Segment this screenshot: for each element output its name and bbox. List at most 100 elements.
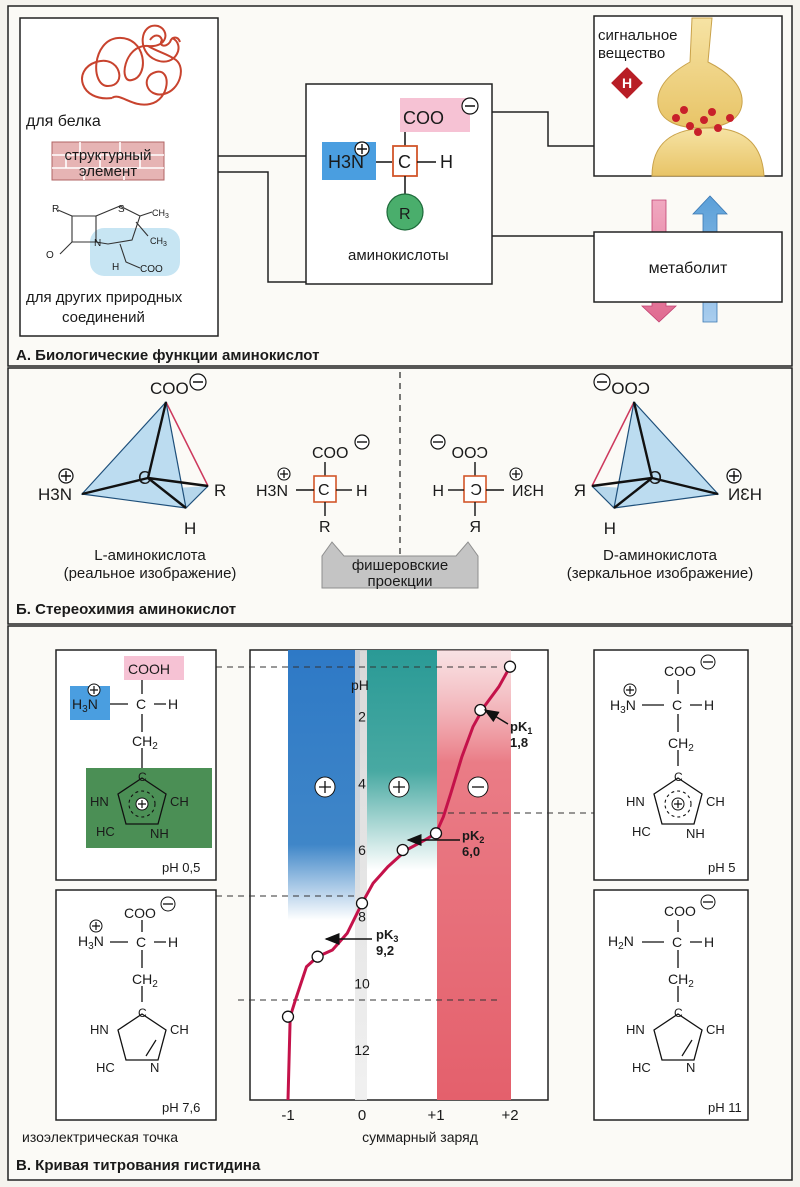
box1-imidazole-icon	[117, 777, 167, 825]
pk1-value: 1,8	[510, 735, 528, 750]
box2-hc: HC	[96, 1060, 115, 1075]
df-h3n: H3N	[512, 483, 544, 500]
d-coo: COO	[611, 379, 650, 398]
x-tick-3: +2	[501, 1107, 518, 1124]
box-ph76	[55, 889, 217, 1121]
box-ph5	[593, 649, 749, 881]
box1-nh: NH	[150, 826, 169, 841]
label-signal-1: сигнальное	[598, 27, 678, 44]
pk3-value: 9,2	[376, 943, 394, 958]
svg-text:H: H	[112, 262, 119, 273]
x-tick-2: +1	[427, 1107, 444, 1124]
box3-ch2: CH2	[668, 735, 694, 754]
pk3-label: pK3	[376, 927, 398, 944]
penicillin-structure-icon	[57, 205, 180, 276]
ph-tick-2: 2	[358, 709, 366, 725]
chiral-c-box	[392, 145, 418, 177]
box1-hn: HN	[90, 794, 109, 809]
label-signal-2: вещество	[598, 45, 665, 62]
titration-curve	[286, 665, 512, 1101]
box4-hc: HC	[632, 1060, 651, 1075]
box2-ring-c: C	[138, 1006, 147, 1020]
box1-ch2: CH2	[132, 733, 158, 752]
l-tetrahedron-icon	[80, 400, 209, 509]
d-caption-1: D-аминокислота	[603, 547, 718, 564]
x-axis-label: суммарный заряд	[362, 1129, 478, 1145]
protein-helix-icon	[149, 34, 181, 47]
box3-hn: HN	[626, 794, 645, 809]
lf-h: H	[356, 483, 368, 500]
center-c: C	[398, 152, 411, 172]
svg-text:CH3: CH3	[150, 236, 167, 248]
panel-b-title: Б. Стереохимия аминокислот	[16, 601, 236, 618]
box2-ch: CH	[170, 1022, 189, 1037]
label-metabolite: метаболит	[649, 260, 728, 277]
center-h: H	[440, 152, 453, 172]
label-structural-1: структурный	[65, 147, 152, 164]
box2-ch2: CH2	[132, 971, 158, 990]
box4-ch2: CH2	[668, 971, 694, 990]
ph-tick-12: 12	[354, 1042, 370, 1058]
metabolite-box	[593, 231, 783, 303]
synapse-icon	[651, 17, 765, 177]
guide-lines	[216, 666, 594, 1001]
box4-hn: HN	[626, 1022, 645, 1037]
curve-point-0	[474, 703, 487, 717]
band-negative	[437, 650, 511, 1100]
box2-imidazole-icon	[117, 1013, 167, 1061]
isoelectric-label: изоэлектрическая точка	[22, 1129, 178, 1145]
fischer-label-1: фишеровские	[352, 557, 448, 574]
l-caption-1: L-аминокислота	[94, 547, 206, 564]
box1-hc: HC	[96, 824, 115, 839]
ph-tick-10: 10	[354, 975, 370, 991]
curve-point-6	[281, 1010, 295, 1023]
box3-ring-c: C	[674, 770, 683, 784]
box4-h2n: H2N	[608, 933, 634, 952]
box4-c: C	[672, 934, 682, 950]
ph-tick-8: 8	[358, 909, 366, 925]
box2-h3n: H3N	[78, 933, 104, 952]
box4-coo: COO	[664, 903, 696, 919]
l-coo: COO	[150, 379, 189, 398]
box4-ch: CH	[706, 1022, 725, 1037]
curve-point-5	[355, 897, 369, 910]
brick-icon	[51, 141, 165, 181]
r-group-icon	[386, 193, 424, 231]
ph-scale-strip	[355, 650, 367, 1100]
protein-coil-icon	[81, 24, 182, 106]
svg-text:N: N	[94, 238, 101, 249]
box2-hn: HN	[90, 1022, 109, 1037]
box3-coo: COO	[664, 663, 696, 679]
box1-ch: CH	[170, 794, 189, 809]
pk2-value: 6,0	[462, 844, 480, 859]
l-caption-2: (реальное изображение)	[64, 565, 237, 582]
panel-a-title: А. Биологические функции аминокислот	[16, 347, 319, 364]
box1-c: C	[136, 696, 146, 712]
curve-point-1	[396, 843, 409, 857]
box2-h: H	[168, 934, 178, 950]
center-coo: COO	[403, 108, 444, 128]
box4-n: N	[686, 1060, 695, 1075]
box3-h3n: H3N	[610, 697, 636, 716]
ph-tick-6: 6	[358, 842, 366, 858]
curve-point-4	[429, 827, 443, 840]
df-h: H	[432, 483, 444, 500]
ph-axis-label: pH	[351, 677, 369, 693]
l-h: H	[184, 519, 196, 538]
coo-highlight	[400, 98, 470, 132]
box1-h: H	[168, 696, 178, 712]
box1-ring-c: C	[138, 770, 147, 784]
box2-coo: COO	[124, 905, 156, 921]
box1-cooh: COOH	[128, 661, 170, 677]
band-positive-1	[367, 650, 437, 870]
box3-imidazole-icon	[653, 777, 703, 825]
signal-diamond-icon	[608, 64, 646, 102]
pk1-label: pK1	[510, 719, 532, 736]
x-tick-0: -1	[281, 1107, 294, 1124]
svg-text:R: R	[52, 204, 59, 215]
d-c: C	[649, 468, 662, 488]
